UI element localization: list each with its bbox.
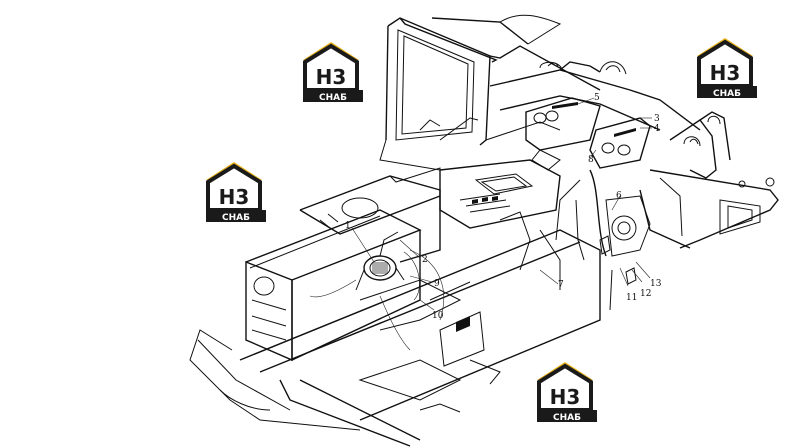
- callout-5: 5: [594, 93, 600, 103]
- callout-13: 13: [650, 279, 662, 289]
- callout-2: 2: [422, 255, 428, 265]
- watermark-letters: H3: [219, 185, 250, 209]
- callout-6: 6: [616, 191, 622, 201]
- watermark-letters: H3: [316, 65, 347, 89]
- callout-9: 9: [434, 279, 440, 289]
- watermark-letters: H3: [710, 61, 741, 85]
- callouts: 1 2 3 4 5 6 7 8 9 10 11 12 13: [345, 93, 662, 321]
- callout-1: 1: [345, 221, 351, 231]
- callout-4: 4: [654, 124, 660, 134]
- watermark-logo-3: H3 CHAБ: [204, 160, 268, 224]
- callout-3: 3: [654, 114, 660, 124]
- callout-12: 12: [640, 289, 651, 299]
- leader-lines: [351, 97, 652, 311]
- watermark-word: CHAБ: [713, 89, 741, 99]
- callout-7: 7: [558, 280, 564, 290]
- watermark-logo-1: H3 CHAБ: [301, 40, 365, 104]
- watermark-letters: H3: [550, 385, 581, 409]
- watermark-logo-4: H3 CHAБ: [535, 360, 599, 424]
- callout-10: 10: [432, 311, 444, 321]
- watermark-word: CHAБ: [319, 93, 347, 103]
- watermark-logo-2: H3 CHAБ: [695, 36, 759, 100]
- watermark-word: CHAБ: [222, 213, 250, 223]
- watermark-word: CHAБ: [553, 413, 581, 423]
- callout-8: 8: [588, 155, 594, 165]
- callout-11: 11: [626, 293, 637, 303]
- machine-drawing: [189, 14, 779, 447]
